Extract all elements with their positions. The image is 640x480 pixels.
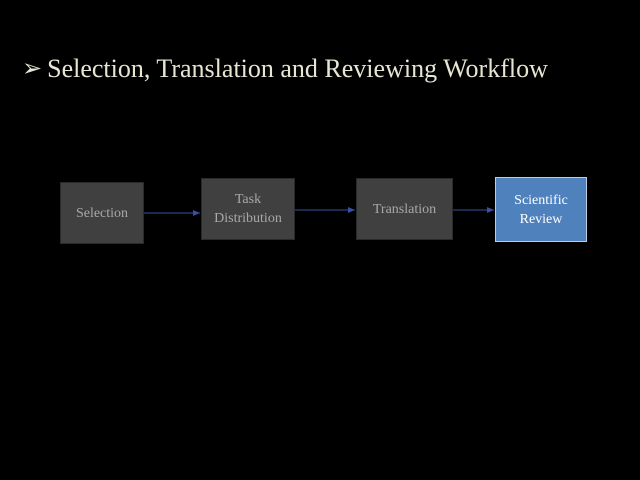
step-scientific-review-label: Scientific Review <box>514 192 568 227</box>
step-translation-label: Translation <box>372 201 437 217</box>
step-translation: Translation <box>356 178 453 240</box>
step-task-distribution: Task Distribution <box>201 178 295 240</box>
step-selection: Selection <box>60 182 144 244</box>
arrow-bullet-icon: ➢ <box>22 56 43 82</box>
slide-title-row: ➢ Selection, Translation and Reviewing W… <box>22 56 548 82</box>
step-task-distribution-label: Task Distribution <box>214 192 282 226</box>
slide-title: Selection, Translation and Reviewing Wor… <box>47 54 548 83</box>
step-selection-label: Selection <box>75 205 129 221</box>
step-scientific-review: Scientific Review <box>495 177 587 242</box>
